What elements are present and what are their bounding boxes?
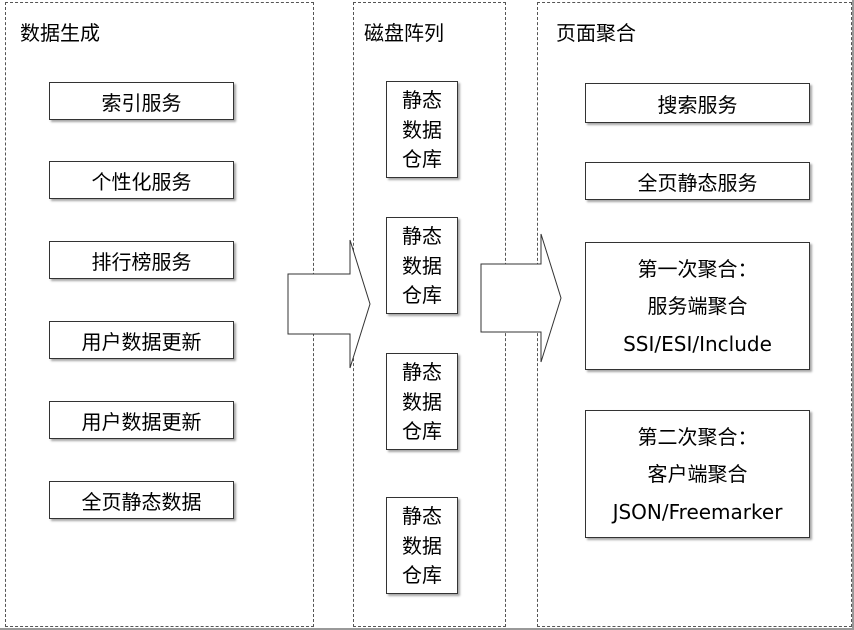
box-static-data-store-2: 静态 数据 仓库: [386, 217, 458, 314]
box-first-aggregation: 第一次聚合： 服务端聚合 SSI/ESI/Include: [585, 242, 810, 370]
box-user-data-update-1: 用户数据更新: [49, 321, 234, 359]
store-line: 仓库: [402, 419, 442, 444]
store-line: 静态: [402, 503, 442, 528]
box-user-data-update-2: 用户数据更新: [49, 401, 234, 439]
store-line: 仓库: [402, 147, 442, 172]
box-personalization-service: 个性化服务: [49, 161, 234, 199]
box-static-data-store-4: 静态 数据 仓库: [386, 497, 458, 594]
lane-title-data-generation: 数据生成: [20, 21, 100, 45]
store-line: 静态: [402, 359, 442, 384]
second-aggregation-title: 第二次聚合：: [637, 424, 758, 449]
first-aggregation-mode: 服务端聚合: [647, 294, 748, 318]
store-line: 数据: [402, 533, 442, 558]
first-aggregation-title: 第一次聚合：: [637, 256, 758, 281]
box-fullpage-static-data: 全页静态数据: [49, 481, 234, 519]
arrow-disk-to-aggregation: [480, 233, 562, 363]
store-line: 静态: [402, 223, 442, 248]
store-line: 仓库: [402, 563, 442, 588]
store-line: 数据: [402, 389, 442, 414]
box-static-data-store-1: 静态 数据 仓库: [386, 81, 458, 178]
box-index-service: 索引服务: [49, 82, 234, 120]
lane-title-page-aggregation: 页面聚合: [556, 21, 636, 45]
box-static-data-store-3: 静态 数据 仓库: [386, 353, 458, 450]
store-line: 数据: [402, 117, 442, 142]
box-second-aggregation: 第二次聚合： 客户端聚合 JSON/Freemarker: [585, 410, 810, 538]
box-search-service: 搜索服务: [585, 83, 810, 123]
store-line: 静态: [402, 87, 442, 112]
box-ranking-service: 排行榜服务: [49, 241, 234, 279]
first-aggregation-tech: SSI/ESI/Include: [623, 331, 772, 356]
lane-title-disk-array: 磁盘阵列: [364, 21, 444, 45]
box-fullpage-static-service: 全页静态服务: [585, 162, 810, 200]
arrow-generation-to-disk: [287, 239, 371, 369]
second-aggregation-tech: JSON/Freemarker: [612, 499, 783, 524]
store-line: 数据: [402, 253, 442, 278]
second-aggregation-mode: 客户端聚合: [647, 462, 748, 486]
store-line: 仓库: [402, 283, 442, 308]
